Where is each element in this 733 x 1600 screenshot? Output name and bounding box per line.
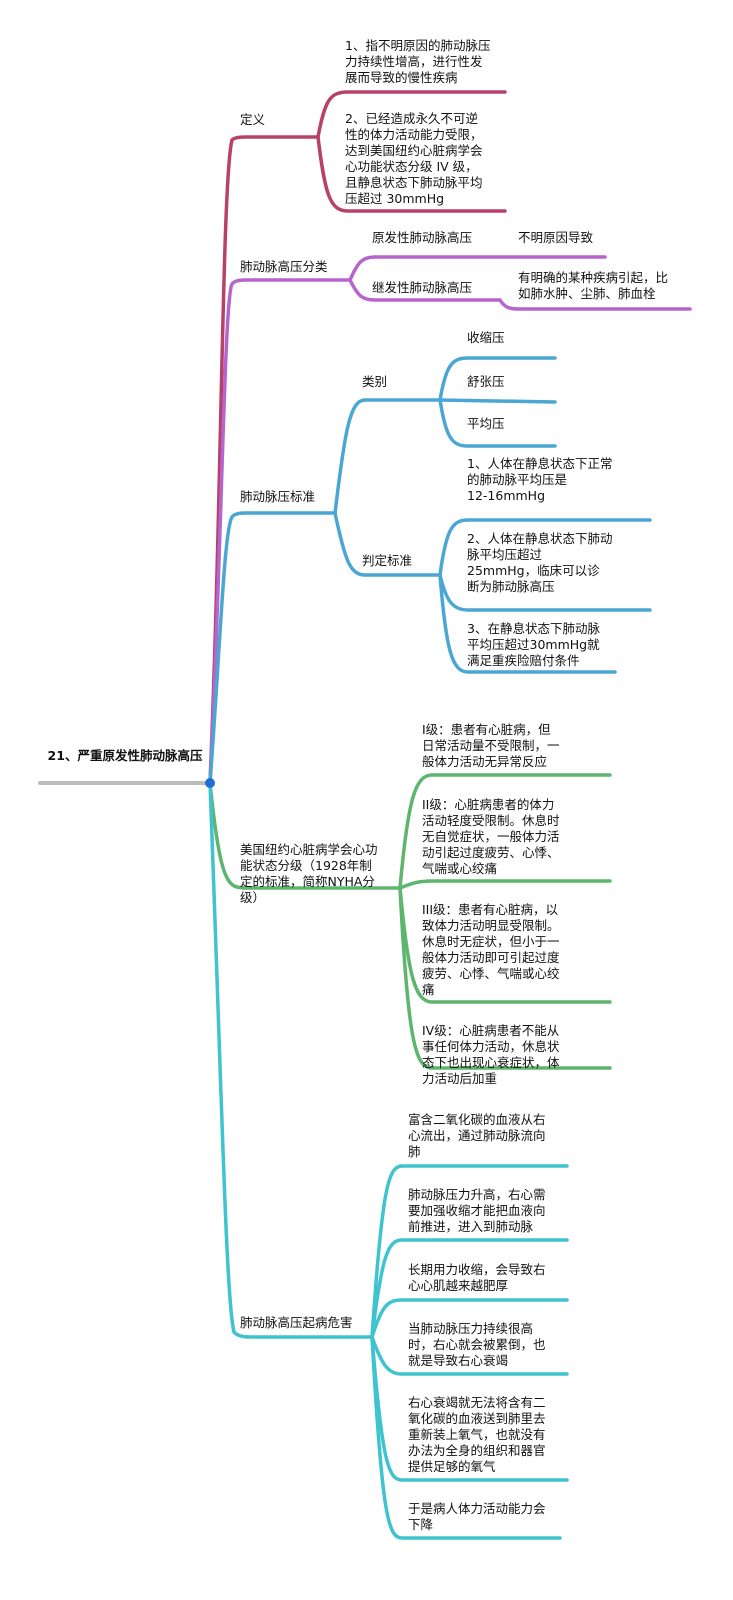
root-title[interactable]: 21、严重原发性肺动脉高压 bbox=[47, 748, 203, 763]
harm-item[interactable]: 富含二氧化碳的血液从右 心流出，通过肺动脉流向 肺 bbox=[408, 1112, 546, 1159]
nyha-branch bbox=[208, 773, 612, 1070]
harm-item[interactable]: 当肺动脉压力持续很高 时，右心就会被累倒，也 就是导致右心衰竭 bbox=[408, 1321, 546, 1368]
category-item[interactable]: 收缩压 bbox=[467, 330, 505, 345]
classification-branch bbox=[208, 255, 692, 785]
criteria-item[interactable]: 1、人体在静息状态下正常 的肺动脉平均压是 12-16mmHg bbox=[467, 456, 613, 503]
classification-detail[interactable]: 不明原因导致 bbox=[518, 230, 594, 245]
criteria-item[interactable]: 2、人体在静息状态下肺动 脉平均压超过 25mmHg，临床可以诊 断为肺动脉高压 bbox=[467, 531, 613, 594]
nyha-item[interactable]: II级：心脏病患者的体力 活动轻度受限制。休息时 无自觉症状，一般体力活 动引起… bbox=[422, 797, 560, 876]
nyha-item[interactable]: IV级：心脏病患者不能从 事任何体力活动，休息状 态下也出现心衰症状，体 力活动… bbox=[422, 1023, 560, 1086]
classification-detail[interactable]: 有明确的某种疾病引起，比 如肺水肿、尘肺、肺血栓 bbox=[518, 270, 669, 301]
node-standard[interactable]: 肺动脉压标准 bbox=[240, 489, 316, 504]
harm-item[interactable]: 肺动脉压力升高，右心需 要加强收缩才能把血液向 前推进，进入到肺动脉 bbox=[408, 1187, 546, 1234]
node-nyha[interactable]: 美国纽约心脏病学会心功 能状态分级（1928年制 定的标准，简称NYHA分 级） bbox=[240, 842, 378, 905]
category-item[interactable]: 舒张压 bbox=[467, 374, 505, 389]
harm-item[interactable]: 于是病人体力活动能力会 下降 bbox=[408, 1501, 546, 1532]
node-definition[interactable]: 定义 bbox=[240, 112, 266, 127]
harm-item[interactable]: 右心衰竭就无法将含有二 氧化碳的血液送到肺里去 重新装上氧气，也就没有 办法为全… bbox=[408, 1395, 546, 1474]
standard-branch bbox=[208, 356, 652, 785]
nyha-item[interactable]: I级：患者有心脏病，但 日常活动量不受限制，一 般体力活动无异常反应 bbox=[422, 722, 560, 769]
category-item[interactable]: 平均压 bbox=[467, 416, 505, 431]
harm-item[interactable]: 长期用力收缩，会导致右 心心肌越来越肥厚 bbox=[408, 1262, 546, 1293]
criteria-item[interactable]: 3、在静息状态下肺动脉 平均压超过30mmHg就 满足重疾险赔付条件 bbox=[467, 621, 600, 668]
node-category[interactable]: 类别 bbox=[362, 374, 388, 389]
definition-item[interactable]: 2、已经造成永久不可逆 性的体力活动能力受限， 达到美国纽约心脏病学会 心功能状… bbox=[345, 111, 483, 206]
definition-item[interactable]: 1、指不明原因的肺动脉压 力持续性增高，进行性发 展而导致的慢性疾病 bbox=[345, 38, 491, 85]
nyha-item[interactable]: III级：患者有心脏病，以 致体力活动明显受限制。 休息时无症状，但小于一 般体… bbox=[422, 902, 560, 997]
node-classification[interactable]: 肺动脉高压分类 bbox=[240, 259, 328, 274]
classification-item[interactable]: 原发性肺动脉高压 bbox=[372, 230, 473, 245]
harm-branch bbox=[208, 781, 569, 1540]
node-criteria[interactable]: 判定标准 bbox=[362, 553, 413, 568]
root-node-dot[interactable] bbox=[205, 778, 215, 788]
classification-item[interactable]: 继发性肺动脉高压 bbox=[372, 280, 473, 295]
node-harm[interactable]: 肺动脉高压起病危害 bbox=[240, 1315, 353, 1330]
